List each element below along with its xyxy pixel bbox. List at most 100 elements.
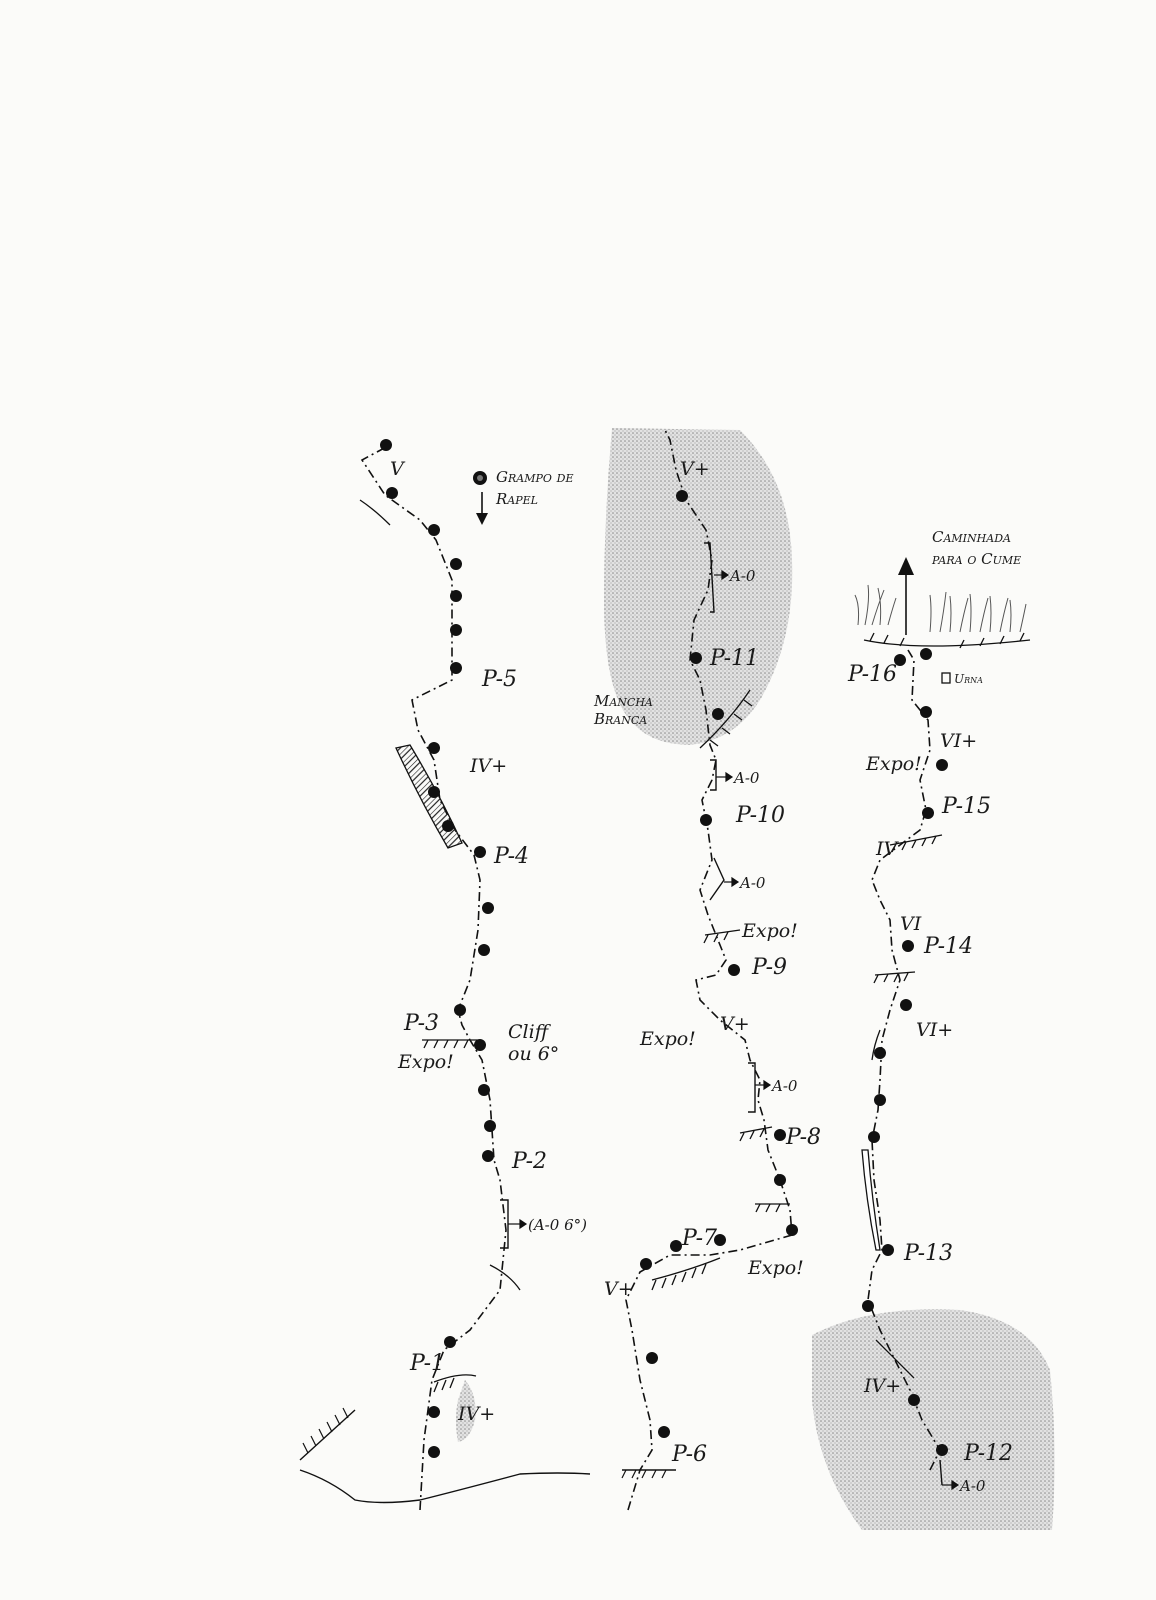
pitch-label-p16: P-16 — [847, 662, 897, 687]
aid-bracket-p10 — [710, 759, 717, 791]
pitch-label-p15: P-15 — [941, 794, 991, 819]
bolt-19 — [444, 1336, 456, 1348]
aid-bracket-p8 — [748, 1062, 756, 1113]
bolt-18 — [482, 1150, 494, 1162]
bolt-6 — [450, 624, 462, 636]
grade-col1-top: V — [390, 458, 406, 480]
aid-label-p1: (A-0 6°) — [528, 1216, 587, 1234]
ground-slope-col1 — [299, 1409, 356, 1461]
expo-warning-p9: Expo! — [741, 920, 798, 942]
grade-col2-top: V+ — [680, 458, 710, 480]
bolt-24 — [712, 708, 724, 720]
pitch-label-p2: P-2 — [511, 1149, 547, 1174]
grade-col1-base: IV+ — [457, 1403, 495, 1425]
pitch-label-p4: P-4 — [493, 844, 529, 869]
bolt-39 — [922, 807, 934, 819]
bolt-markers — [380, 439, 948, 1458]
pitch-label-p7: P-7 — [681, 1226, 717, 1251]
bolt-34 — [658, 1426, 670, 1438]
expo-warning-mid: Expo! — [639, 1028, 696, 1050]
shaded-rock-p1 — [456, 1380, 476, 1442]
legend-down-arrow-head — [476, 513, 488, 525]
bolt-10 — [442, 820, 454, 832]
bolt-36 — [894, 654, 906, 666]
grade-col3-e: IV+ — [863, 1375, 901, 1397]
grade-col3-c: VI — [900, 913, 922, 935]
ledges — [359, 499, 1031, 1393]
bolt-33 — [646, 1352, 658, 1364]
bolt-12 — [482, 902, 494, 914]
expo-warning-p16: Expo! — [865, 753, 922, 775]
bolt-5 — [450, 590, 462, 602]
bolt-13 — [478, 944, 490, 956]
pitch-label-p11: P-11 — [709, 646, 759, 671]
aid-label-top: A-0 — [728, 567, 756, 585]
bolt-27 — [774, 1129, 786, 1141]
aid-arrows — [508, 569, 960, 1491]
aid-bracket-p9 — [709, 857, 725, 901]
bolt-7 — [450, 662, 462, 674]
pitch-label-p13: P-13 — [903, 1241, 953, 1266]
bolt-47 — [908, 1394, 920, 1406]
expo-warning-p3: Expo! — [397, 1051, 454, 1073]
aid-bracket-top — [704, 542, 715, 613]
chimney-col3 — [861, 1149, 881, 1251]
bolt-15 — [474, 1039, 486, 1051]
bolt-3 — [428, 524, 440, 536]
bolt-48 — [936, 1444, 948, 1456]
pitch-label-p14: P-14 — [923, 934, 973, 959]
bolt-20 — [428, 1406, 440, 1418]
grade-col3-a: VI+ — [940, 730, 977, 752]
bolt-35 — [920, 648, 932, 660]
pitch-label-p8: P-8 — [785, 1125, 821, 1150]
bolt-46 — [862, 1300, 874, 1312]
bolt-16 — [478, 1084, 490, 1096]
grade-col3-b: IV — [875, 838, 900, 860]
shaded-rock-top — [604, 428, 793, 745]
ground-hatch-col1 — [302, 1407, 349, 1454]
bolt-31 — [670, 1240, 682, 1252]
pitch-label-p1: P-1 — [409, 1351, 445, 1376]
pitch-label-p6: P-6 — [671, 1442, 707, 1467]
bolt-42 — [874, 1047, 886, 1059]
grade-col1-mid: IV+ — [469, 755, 507, 777]
shaded-rock-bottom — [812, 1309, 1055, 1530]
grade-col2-mid: V+ — [720, 1013, 750, 1035]
grade-col2-low: V+ — [604, 1278, 634, 1300]
summit-register-label: Urna — [954, 672, 983, 686]
bolt-26 — [728, 964, 740, 976]
bolt-41 — [900, 999, 912, 1011]
bolt-30 — [714, 1234, 726, 1246]
bolt-4 — [450, 558, 462, 570]
legend-rappel-anchor-ring — [477, 475, 483, 481]
bolt-21 — [428, 1446, 440, 1458]
bolt-9 — [428, 786, 440, 798]
pitch-label-p3: P-3 — [403, 1011, 439, 1036]
bolt-17 — [484, 1120, 496, 1132]
aid-label-p8: A-0 — [770, 1077, 798, 1095]
bolt-44 — [868, 1131, 880, 1143]
pitch-label-p9: P-9 — [751, 955, 787, 980]
ground-line-col1 — [299, 1469, 591, 1504]
bolt-38 — [936, 759, 948, 771]
hatched-ramp — [395, 744, 463, 849]
route-col3 — [867, 649, 941, 1471]
aid-label-p12: A-0 — [958, 1477, 986, 1495]
bolt-1 — [380, 439, 392, 451]
pitch-label-p12: P-12 — [963, 1441, 1013, 1466]
bolt-14 — [454, 1004, 466, 1016]
bolt-29 — [786, 1224, 798, 1236]
bolt-40 — [902, 940, 914, 952]
aid-bracket-p12 — [939, 1459, 943, 1486]
route-col1 — [360, 444, 507, 1511]
bolt-23 — [690, 652, 702, 664]
summit-arrow-head — [898, 557, 914, 575]
bolt-2 — [386, 487, 398, 499]
summit-register-box — [941, 672, 951, 684]
bolt-37 — [920, 706, 932, 718]
